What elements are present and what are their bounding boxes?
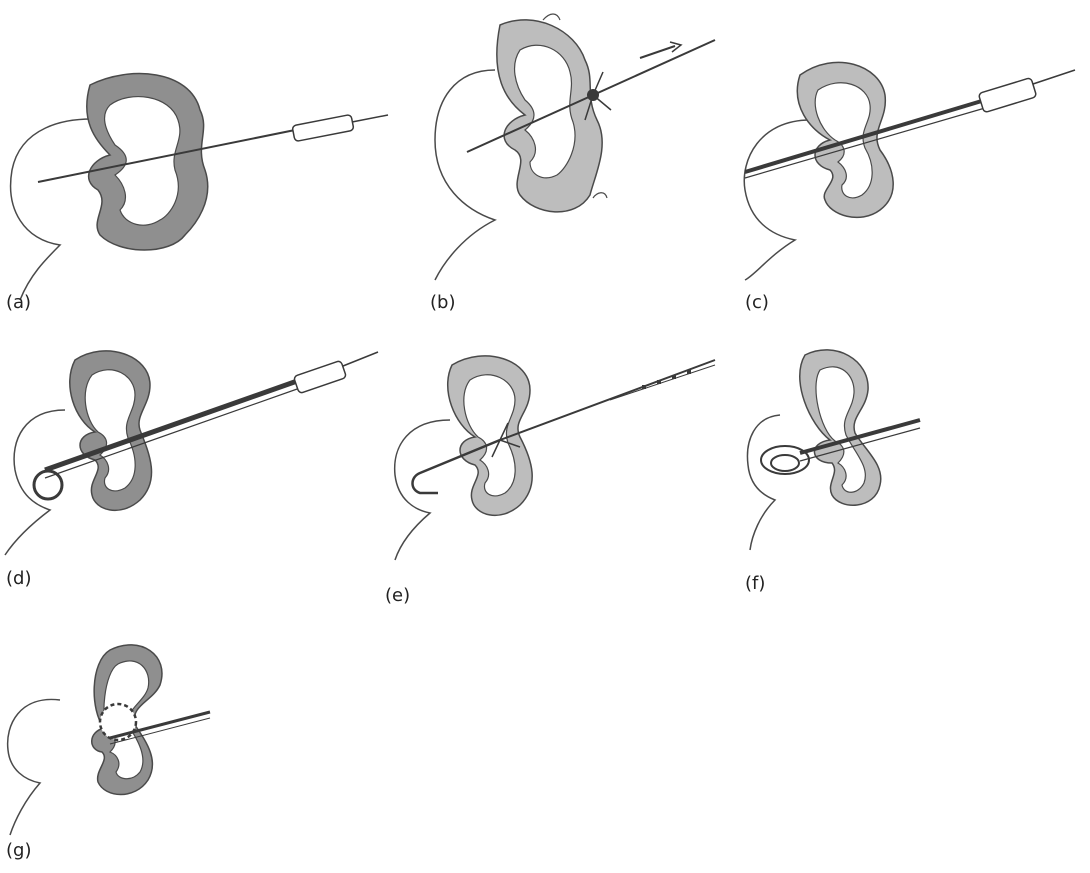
panel-label: (f)	[745, 573, 765, 594]
kidney-needle-illustration-a	[0, 60, 400, 280]
renal-pelvis-outline	[744, 120, 810, 280]
panel-label: (d)	[6, 568, 31, 589]
wire-coil	[34, 471, 62, 499]
kidney-dilator-illustration-c	[740, 50, 1080, 280]
renal-pelvis-outline	[8, 699, 60, 835]
kidney-final-pigtail-illustration-g	[0, 640, 230, 840]
panel-d: (d)	[0, 340, 380, 590]
needle-hub	[292, 114, 354, 141]
panel-b: (b)	[425, 10, 725, 320]
sheath-hub	[293, 360, 346, 393]
kidney-sheath-illustration-d	[0, 340, 380, 550]
panel-c: (c)	[740, 50, 1080, 320]
renal-pelvis-outline	[395, 420, 450, 560]
panel-f: (f)	[740, 345, 940, 595]
kidney-guidewire-illustration-b	[425, 10, 725, 280]
panel-label: (a)	[6, 292, 31, 313]
withdraw-arrow	[640, 46, 675, 58]
kidney-pigtail-illustration-f	[740, 345, 940, 555]
renal-pelvis-outline	[747, 415, 780, 550]
panel-label: (g)	[6, 840, 31, 861]
kidney-catheter-illustration-e	[380, 345, 730, 560]
panel-a: (a)	[0, 60, 400, 320]
renal-pelvis-outline	[11, 119, 110, 300]
panel-label: (c)	[745, 292, 769, 313]
catheter-markers	[642, 370, 691, 389]
panel-label: (e)	[385, 585, 410, 606]
dilator-hub	[978, 78, 1036, 113]
renal-pelvis-outline	[435, 70, 495, 280]
panel-e: (e)	[380, 345, 730, 605]
catheter	[500, 360, 715, 440]
panel-label: (b)	[430, 292, 455, 313]
panel-g: (g)	[0, 640, 230, 870]
